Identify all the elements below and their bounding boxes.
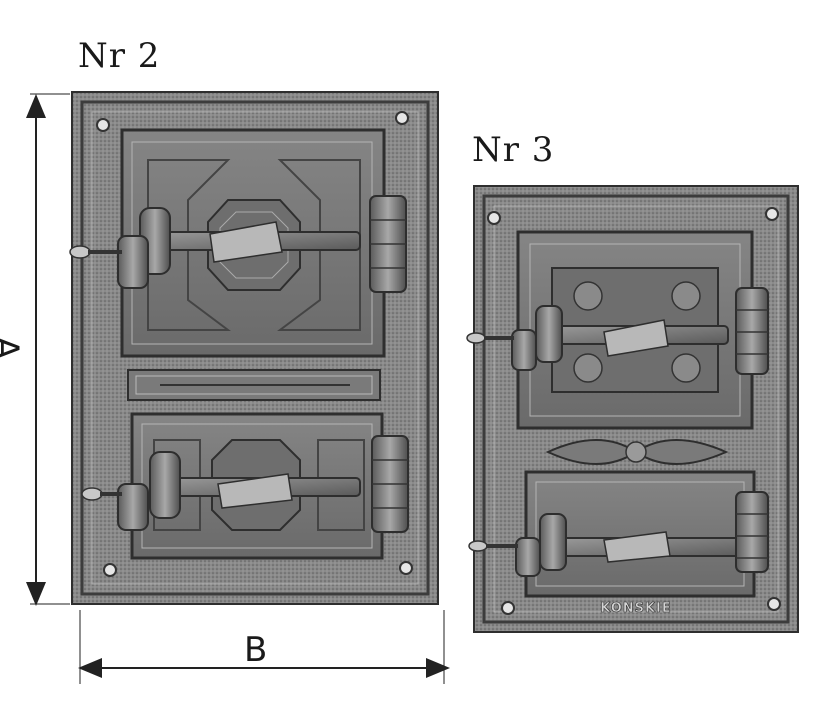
door-3-title: Nr 3 — [472, 130, 555, 170]
door-nr-2 — [69, 91, 439, 605]
foundry-mark: KONSKIE — [600, 601, 672, 616]
dimension-a-arrow — [26, 93, 70, 606]
dimension-b-label: B — [244, 630, 268, 670]
dimension-b-arrow — [78, 610, 450, 684]
door-2-title: Nr 2 — [78, 36, 161, 76]
door-nr-3: KONSKIE — [466, 185, 799, 633]
